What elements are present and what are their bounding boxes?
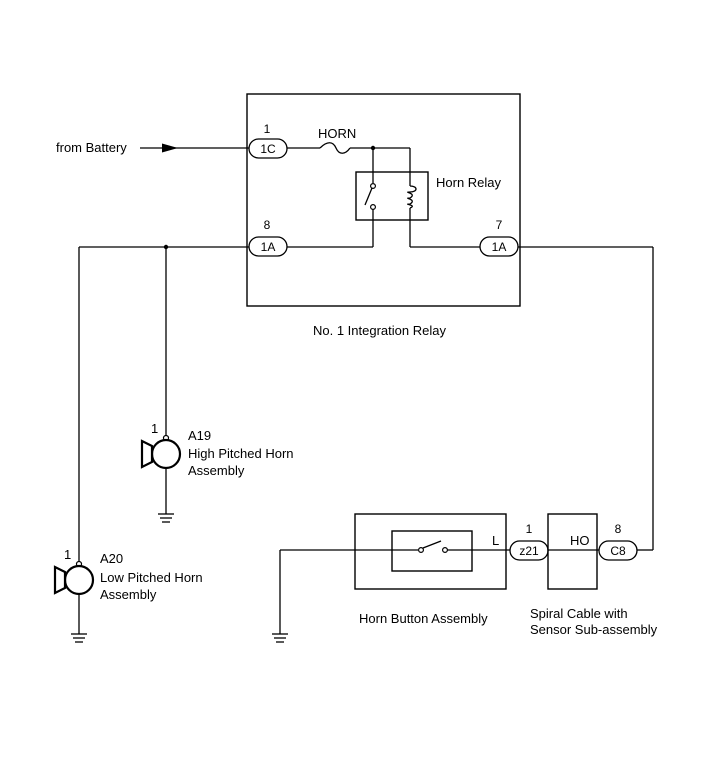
horn-bell-icon bbox=[140, 439, 154, 469]
pin-number: 7 bbox=[496, 218, 503, 232]
ground-icon bbox=[71, 633, 87, 643]
horn-bell-icon bbox=[53, 565, 67, 595]
relay-coil-icon bbox=[407, 185, 417, 209]
integration-relay-box bbox=[246, 93, 521, 307]
horn-icon bbox=[150, 438, 182, 470]
relay-contact-bottom bbox=[370, 204, 377, 211]
pin-number: 8 bbox=[264, 218, 271, 232]
spiral-cable-assembly: 1 z21 HO 8 C8 Spiral Cable with Sensor S… bbox=[509, 513, 658, 637]
horn-pin-number: 1 bbox=[151, 421, 158, 436]
battery-arrow-icon bbox=[162, 143, 178, 153]
spiral-cable-terminal: HO bbox=[570, 533, 590, 548]
fuse-label: HORN bbox=[318, 126, 356, 141]
pin-number: 1 bbox=[526, 522, 533, 536]
high-pitched-horn: 1 A19 High Pitched Horn Assembly bbox=[140, 421, 294, 523]
horn-code: A19 bbox=[188, 428, 211, 443]
spiral-cable-label-line2: Sensor Sub-assembly bbox=[530, 622, 658, 637]
horn-pin-number: 1 bbox=[64, 547, 71, 562]
connector-1a-pin8: 8 1A bbox=[248, 218, 288, 257]
connector-code: C8 bbox=[610, 544, 626, 558]
pin-number: 8 bbox=[615, 522, 622, 536]
fuse-icon bbox=[319, 142, 351, 154]
spiral-cable-label-line1: Spiral Cable with bbox=[530, 606, 628, 621]
horn-button-label: Horn Button Assembly bbox=[359, 611, 488, 626]
spiral-cable-box bbox=[547, 513, 598, 590]
horn-code: A20 bbox=[100, 551, 123, 566]
connector-code: 1C bbox=[260, 142, 276, 156]
horn-name-line2: Assembly bbox=[188, 463, 245, 478]
horn-button-box bbox=[354, 513, 507, 590]
relay-contact-top bbox=[370, 183, 377, 190]
connector-code: 1A bbox=[492, 240, 507, 254]
switch-contact-left bbox=[418, 546, 425, 553]
horn-relay-label: Horn Relay bbox=[436, 175, 502, 190]
horn-switch-icon bbox=[422, 540, 442, 549]
ground-icon bbox=[158, 513, 174, 523]
pin-number: 1 bbox=[264, 122, 271, 136]
horn-button-assembly: L Horn Button Assembly bbox=[280, 513, 510, 626]
integration-relay-label: No. 1 Integration Relay bbox=[313, 323, 446, 338]
horn-switch-box bbox=[391, 530, 473, 572]
relay-switch-icon bbox=[364, 187, 373, 206]
connector-code: 1A bbox=[261, 240, 276, 254]
horn-name-line1: High Pitched Horn bbox=[188, 446, 294, 461]
connector-1a-pin7: 7 1A bbox=[479, 218, 519, 257]
horn-name-line2: Assembly bbox=[100, 587, 157, 602]
horn-icon bbox=[63, 564, 95, 596]
connector-z21: 1 z21 bbox=[509, 522, 549, 561]
horn-name-line1: Low Pitched Horn bbox=[100, 570, 203, 585]
battery-label: from Battery bbox=[56, 140, 127, 155]
horn-button-terminal: L bbox=[492, 533, 499, 548]
connector-c8: 8 C8 bbox=[598, 522, 638, 561]
horn-relay-box bbox=[355, 171, 429, 221]
low-pitched-horn: 1 A20 Low Pitched Horn Assembly bbox=[53, 547, 203, 643]
switch-contact-right bbox=[442, 546, 449, 553]
ground-icon bbox=[272, 633, 288, 643]
connector-1c: 1 1C bbox=[248, 122, 288, 159]
connector-code: z21 bbox=[519, 544, 539, 558]
